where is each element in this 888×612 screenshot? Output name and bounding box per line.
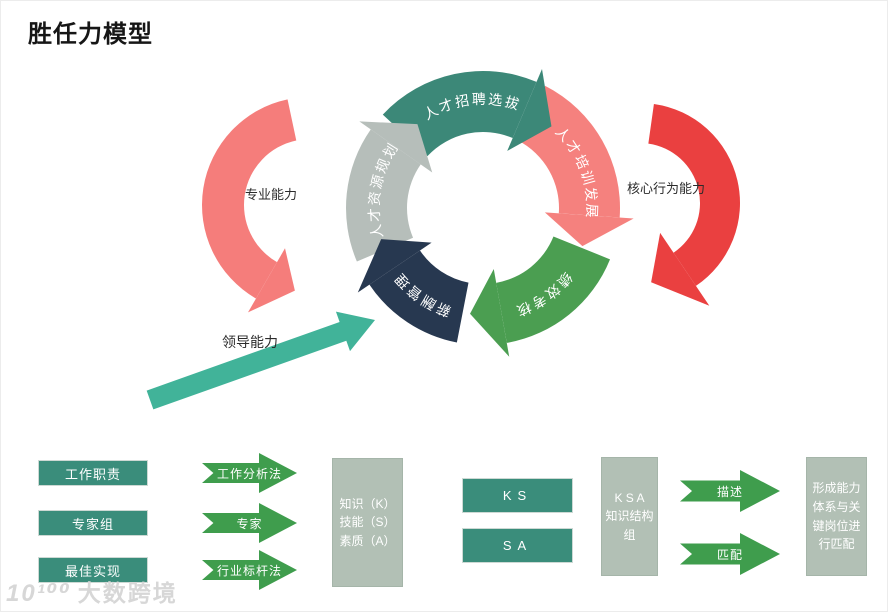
arrow-match: 匹配 <box>680 533 780 575</box>
left-curved-arrow-body <box>202 99 297 299</box>
cycle-segment-4-head <box>359 121 433 173</box>
cycle-segment-0-body <box>382 70 537 157</box>
box-job-duties: 工作职责 <box>38 460 148 486</box>
box-expert-group: 专家组 <box>38 510 148 536</box>
box-best-practice: 最佳实现 <box>38 557 148 583</box>
box-ksa-structure-group: K S A 知识结构 组 <box>601 457 658 576</box>
right-curved-arrow-head <box>651 232 710 306</box>
watermark-logo: 10¹⁰⁰ <box>6 580 72 607</box>
arrow-expert-method: 专家 <box>202 503 297 543</box>
watermark-text: 大数跨境 <box>77 580 178 606</box>
label-professional-ability: 专业能力 <box>245 187 298 202</box>
box-capability-matching: 形成能力体系与关键岗位进行匹配 <box>806 457 867 576</box>
cycle-segment-2-body <box>496 236 611 343</box>
arrow-describe: 描述 <box>680 470 780 512</box>
box-ksa-list: 知识（K） 技能（S） 素质（A） <box>332 458 403 587</box>
cycle-segment-3-head <box>357 239 432 293</box>
cycle-segment-0-head <box>507 69 552 151</box>
right-curved-arrow-body <box>648 103 741 286</box>
cycle-segment-2-head <box>470 269 510 357</box>
arrow-job-analysis-method: 工作分析法 <box>202 453 297 493</box>
cycle-segment-1-head <box>544 212 634 247</box>
cycle-segment-3-body <box>369 250 469 343</box>
box-sa: SA <box>462 528 573 563</box>
cycle-segment-4-body <box>346 129 421 262</box>
arrow-benchmark-method: 行业标杆法 <box>202 550 297 590</box>
label-leadership-ability: 领导能力 <box>222 334 278 350</box>
label-core-behavior-ability: 核心行为能力 <box>627 181 706 196</box>
left-curved-arrow-head <box>248 248 295 313</box>
box-ks: KS <box>462 478 573 513</box>
leadership-arrow <box>146 311 375 410</box>
watermark: 10¹⁰⁰ 大数跨境 <box>6 574 178 608</box>
page-title: 胜任力模型 <box>28 21 153 48</box>
